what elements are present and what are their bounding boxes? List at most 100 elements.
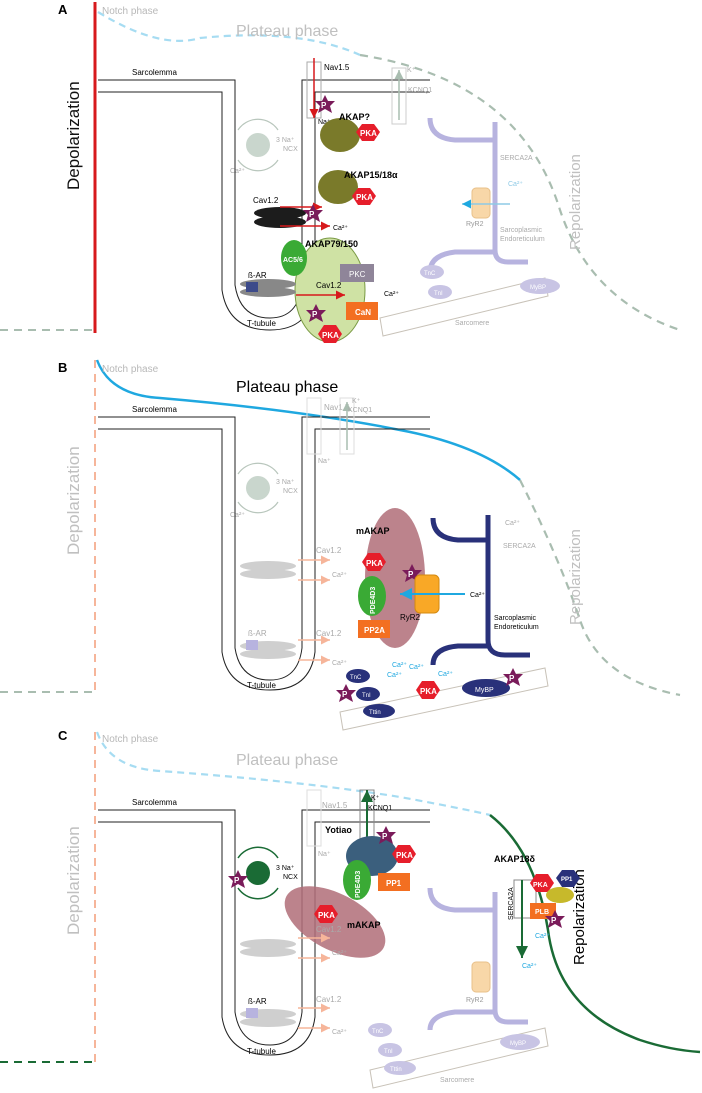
panel-c-pka-yotiao — [392, 845, 416, 863]
panel-a-mybp — [520, 278, 560, 294]
panel-c-cav-bottom-label: Cav1.2 — [316, 995, 342, 1004]
panel-c-ncx — [246, 861, 270, 885]
panel-c-plateau-label: Plateau phase — [236, 752, 338, 769]
panel-b-kcnq1-channel — [339, 397, 355, 455]
panel-b-p-tni: P — [342, 690, 348, 699]
panel-a-pka-2 — [352, 188, 376, 205]
panel-b-tnc — [346, 669, 370, 683]
panel-a-ac56-label: AC5/6 — [283, 257, 303, 264]
panel-a-pka-1 — [356, 124, 380, 141]
panel-b-ncx-label: NCX — [283, 488, 298, 495]
panel-c-pde4d3-label: PDE4D3 — [355, 871, 362, 898]
panel-c-pka-yotiao-label: PKA — [396, 851, 413, 860]
panel-a-kcnq1-label: KCNQ1 — [408, 87, 432, 94]
panel-a-nav15-label: Nav1.5 — [324, 63, 350, 72]
panel-b-p-mybp: P — [509, 674, 515, 683]
panel-b-ryr2-ca: Ca²⁺ — [470, 592, 485, 599]
panel-b-mybp — [462, 679, 510, 697]
panel-b-sr-label-2: Endoreticulum — [494, 624, 539, 631]
panel-b-pde4d3 — [358, 576, 386, 616]
panel-b-titin — [363, 704, 395, 718]
panel-c-pde4d3 — [343, 860, 371, 900]
panel-c-sarcolemma-label: Sarcolemma — [132, 798, 177, 807]
panel-a-pka-2-label: PKA — [356, 193, 373, 202]
panel-a-ryr2 — [471, 187, 491, 219]
panel-c-cav-top-ca: Ca²⁺ — [332, 950, 347, 957]
panel-a-sr-label-2: Endoreticulum — [500, 236, 545, 243]
panel-c-kcnq1-label: KCNQ1 — [368, 805, 392, 812]
panel-a-sarcomere-label: Sarcomere — [455, 320, 489, 327]
panel-c-pp1 — [378, 873, 410, 891]
panel-b-plateau-curve — [95, 359, 521, 481]
panel-c-pka-akap18-label: PKA — [533, 882, 548, 889]
panel-a-mybp-label: MyBP — [530, 285, 546, 291]
panel-c-repolarization-label: Repolarization — [571, 869, 588, 965]
panel-c-nav15-label: Nav1.5 — [322, 801, 348, 810]
panel-a-plateau-label: Plateau phase — [236, 23, 338, 40]
panel-a-can — [346, 302, 378, 320]
panel-b-makap-label: mAKAP — [356, 526, 390, 536]
panel-c-cav12-bottom-2 — [240, 1017, 296, 1027]
panel-c-p-pln: P — [551, 916, 557, 925]
panel-b-na-label: Na⁺ — [318, 458, 331, 465]
panel-c-nav15-channel — [306, 789, 322, 847]
panel-c-notch-label: Notch phase — [102, 734, 159, 745]
panel-c-sarcomere-label: Sarcomere — [440, 1077, 474, 1084]
panel-b: B Notch phase Plateau phase Depolarizati… — [0, 359, 681, 731]
panel-c-makap-label: mAKAP — [347, 920, 381, 930]
panel-c-ryr2 — [471, 961, 491, 993]
panel-c-cav12-top-2 — [240, 947, 296, 957]
panel-c-tni — [378, 1043, 402, 1057]
panel-b-pka — [362, 553, 386, 571]
panel-b-makap — [365, 508, 425, 648]
panel-a-akap15-label: AKAP15/18α — [344, 170, 398, 180]
panel-b-serca-label: SERCA2A — [503, 543, 536, 550]
panel-b-sarc-ca-2: Ca²⁺ — [409, 664, 424, 671]
panel-a-tnc — [420, 265, 444, 279]
panel-c-p-ncx: P — [234, 876, 240, 885]
panel-a-p-star-1 — [315, 95, 335, 113]
panel-a-ca-bottom-label: Ca²⁺ — [384, 291, 399, 298]
panel-a-pka-1-label: PKA — [360, 129, 377, 138]
panel-b-depolarization-label: Depolarization — [64, 446, 83, 555]
panel-a-repolarization-curve — [359, 53, 681, 332]
panel-b-nav15-channel — [306, 397, 322, 455]
panel-b-k-label: K⁺ — [352, 398, 361, 405]
panel-a-sarcolemma-label: Sarcolemma — [132, 68, 177, 77]
panel-c-pp1-akap18 — [556, 870, 580, 887]
panel-b-cav-top-ca: Ca²⁺ — [332, 572, 347, 579]
panel-b-sarc-ca-1: Ca²⁺ — [392, 662, 407, 669]
panel-a-beta-ar — [246, 282, 258, 292]
panel-a-pka-3 — [318, 325, 342, 343]
panel-b-sarc-ca-4: Ca²⁺ — [438, 671, 453, 678]
panel-c-cav-top-label: Cav1.2 — [316, 925, 342, 934]
panel-a-notch-label: Notch phase — [102, 6, 159, 17]
panel-a-serca-label: SERCA2A — [500, 155, 533, 162]
panel-c-ttubule-label: T-tubule — [247, 1047, 276, 1056]
panel-c-tnc — [368, 1023, 392, 1037]
panel-b-ryr2-label: RyR2 — [400, 613, 421, 622]
panel-b-sarcolemma — [98, 416, 430, 691]
panel-a-ncx-arrows — [237, 118, 279, 172]
panel-b-p-star-mybp — [503, 668, 523, 686]
panel-a-ca-top-label: Ca²⁺ — [333, 225, 348, 232]
panel-a-repolarization-label: Repolarization — [567, 154, 584, 250]
panel-b-sr — [430, 515, 530, 666]
panel-b-plateau-label: Plateau phase — [236, 379, 338, 396]
panel-c-p-yotiao: P — [382, 832, 388, 841]
panel-b-pka-label: PKA — [366, 559, 383, 568]
panel-c-ncx-label: NCX — [283, 874, 298, 881]
panel-b-pp2a — [358, 620, 390, 638]
panel-c-makap — [284, 886, 386, 958]
panel-b-notch-label: Notch phase — [102, 364, 159, 375]
panel-c-tnc-label: TnC — [372, 1029, 384, 1035]
panel-b-repolarization-curve — [519, 479, 681, 697]
panel-c-p-star-pln — [545, 910, 565, 928]
panel-a-ncx-ca: Ca²⁺ — [230, 168, 245, 175]
panel-a-pkc-label: PKC — [349, 270, 366, 279]
panel-a-sarcomere — [379, 277, 549, 337]
panel-a-ncx-label: NCX — [283, 146, 298, 153]
panel-b-beta-ar-label: ß-AR — [248, 629, 267, 638]
panel-a-tni-label: TnI — [434, 291, 443, 297]
